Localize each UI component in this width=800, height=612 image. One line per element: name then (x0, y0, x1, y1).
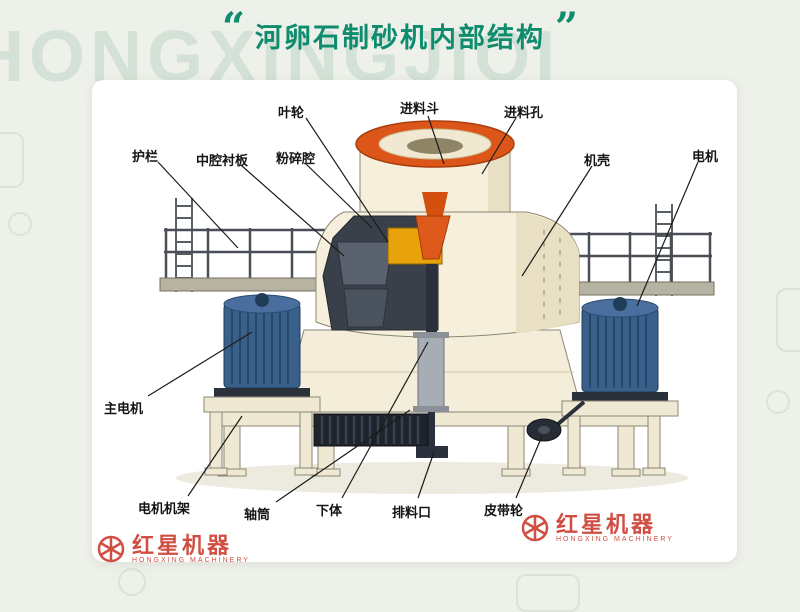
cavity-liner-plate (336, 241, 393, 286)
leader-guardrail (157, 161, 239, 249)
label-mid-cavity-liner: 中腔衬板 (196, 153, 249, 168)
shaft-tube-flange (413, 406, 449, 412)
page-title: 河卵石制砂机内部结构 (255, 23, 545, 53)
left-walkway (159, 277, 339, 292)
leader-shaft-tube (275, 409, 411, 503)
feed-funnel (422, 192, 448, 220)
brand-subtext: HONGXING MACHINERY (132, 557, 250, 565)
brand-logo: 红星机器 HONGXING MACHINERY (96, 534, 250, 564)
casing-shade (516, 213, 579, 333)
label-feed-inlet: 进料孔 (504, 105, 544, 120)
gear-star-icon (97, 535, 125, 563)
main-shaft (426, 264, 437, 336)
circle-decoration (766, 390, 790, 414)
leader-discharge-port (417, 451, 435, 499)
brand-name: 红星机器 (132, 533, 233, 558)
impeller-cone (415, 215, 451, 260)
left-guardrail (164, 228, 336, 278)
right-motor (572, 297, 668, 401)
shaft-tube (417, 333, 445, 413)
leader-lower-body (341, 341, 429, 499)
gear-star-icon (521, 514, 549, 542)
label-shaft-tube: 轴筒 (244, 507, 271, 522)
edge-tab-decoration (516, 574, 580, 612)
leader-cavity-liner (241, 165, 345, 257)
label-belt-pulley: 皮带轮 (484, 503, 524, 518)
circle-decoration (118, 568, 146, 596)
label-impeller: 叶轮 (278, 105, 305, 120)
ground-shadow (176, 462, 688, 494)
brand-logo: 红星机器 HONGXING MACHINERY (520, 513, 674, 543)
leader-impeller (305, 117, 389, 243)
label-discharge-port: 排料口 (392, 505, 432, 520)
leader-crushing-chamber (305, 163, 373, 229)
edge-tab-decoration (776, 288, 800, 352)
label-main-motor: 主电机 (104, 401, 144, 416)
ribbed-block (313, 413, 429, 447)
label-motor: 电机 (692, 149, 719, 164)
leader-casing (521, 165, 593, 277)
label-lower-body: 下体 (316, 503, 343, 518)
label-motor-frame: 电机机架 (138, 501, 191, 516)
open-quote-decoration: “ (221, 4, 245, 51)
leader-belt-pulley (515, 435, 543, 499)
feed-hopper-ring (355, 120, 515, 168)
left-motor-frame (203, 396, 321, 476)
page-header: “ 河卵石制砂机内部结构 ” (0, 4, 800, 55)
leader-motor (636, 161, 699, 307)
feed-cylinder-shade (488, 145, 509, 215)
close-quote-decoration: ” (555, 4, 579, 51)
label-casing: 机壳 (584, 153, 611, 168)
diagram-card: 叶轮 进料斗 进料孔 护栏 中腔衬板 粉碎腔 机壳 电机 主电机 电机机架 轴筒… (92, 80, 737, 562)
brand-name: 红星机器 (556, 512, 657, 537)
label-feed-hopper: 进料斗 (400, 101, 440, 116)
feed-inlet-hole (407, 138, 463, 154)
leader-lines (147, 115, 699, 503)
discharge-port (416, 446, 448, 458)
machine-illustration (147, 115, 715, 503)
circle-decoration (8, 212, 32, 236)
shaft-tube-flange (413, 332, 449, 338)
label-crushing-chamber: 粉碎腔 (276, 151, 316, 166)
leader-feed-inlet (481, 117, 517, 175)
main-shaft-lower (428, 412, 435, 448)
right-motor-frame (561, 400, 679, 476)
leader-feed-hopper (427, 115, 445, 165)
label-guardrail: 护栏 (132, 149, 159, 164)
edge-tab-decoration (0, 132, 24, 188)
brand-subtext: HONGXING MACHINERY (556, 536, 674, 544)
leader-motor-frame (187, 415, 243, 497)
leader-main-motor (147, 331, 253, 397)
cavity-liner-plate (343, 288, 389, 328)
belt-pulley (526, 400, 586, 442)
left-main-motor (214, 293, 310, 397)
